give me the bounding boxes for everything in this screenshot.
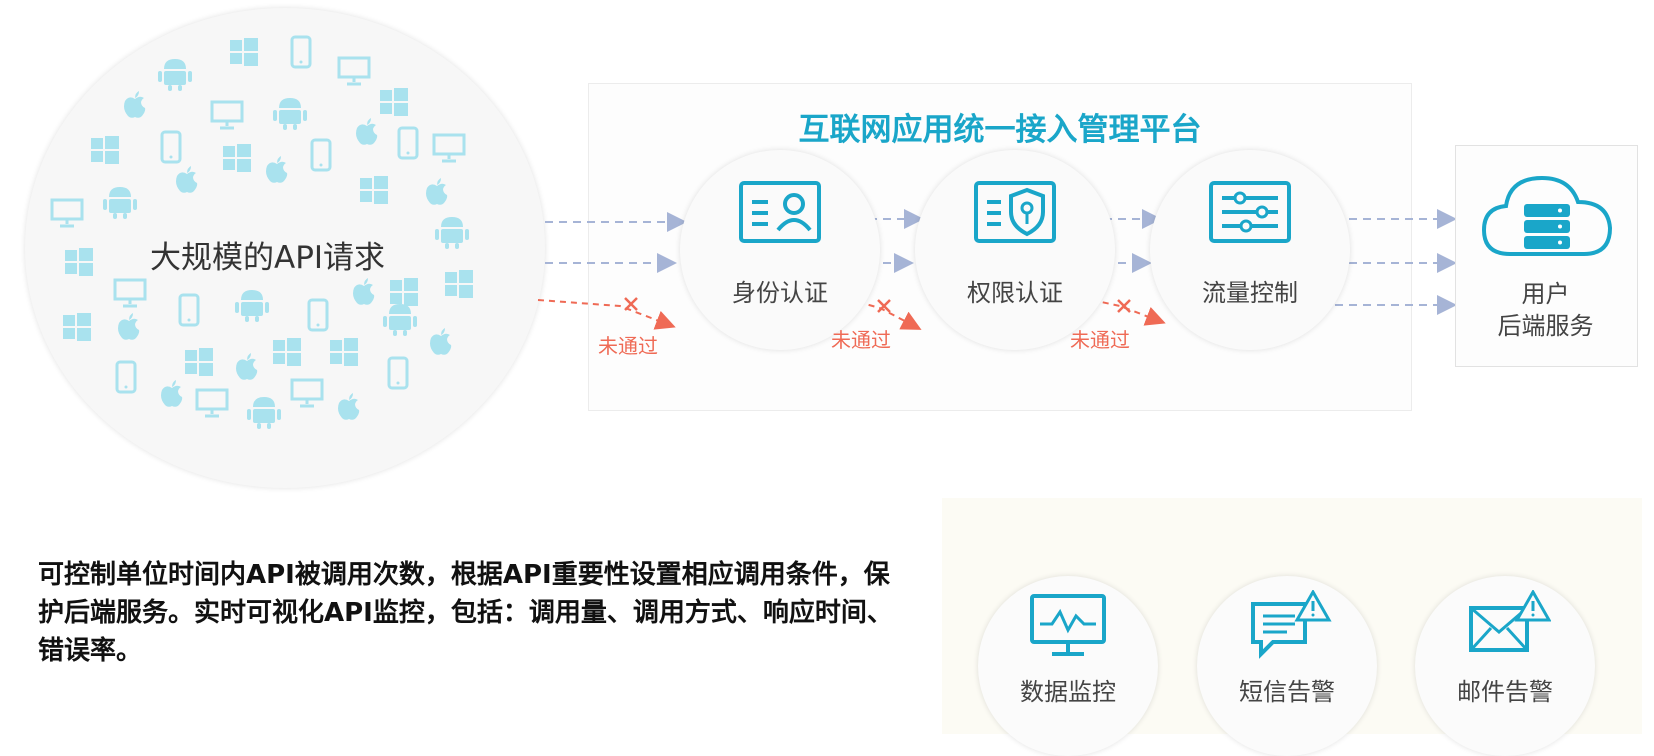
description-text: 可控制单位时间内API被调用次数，根据API重要性设置相应调用条件，保护后端服务… [38, 560, 893, 666]
cloud-server-icon [1481, 175, 1613, 256]
monitor-icon [50, 198, 84, 232]
step-label: 权限认证 [967, 279, 1063, 307]
monitor-item-sms: 短信告警 [1197, 576, 1377, 756]
backend-line1: 用户 [1521, 280, 1570, 308]
phone-icon [160, 130, 182, 168]
windows-icon [65, 248, 93, 280]
apple-icon [337, 393, 361, 425]
fail-label: 未通过 [1070, 328, 1130, 352]
apple-icon [123, 91, 147, 123]
apple-icon [235, 353, 259, 385]
phone-icon [115, 360, 137, 398]
arrow-fail [1091, 299, 1166, 326]
device-cloud [25, 8, 545, 488]
monitor-icon [113, 278, 147, 312]
monitor-icon [337, 56, 371, 90]
step-label: 流量控制 [1202, 279, 1298, 307]
windows-icon [185, 348, 213, 380]
phone-icon [310, 138, 332, 176]
windows-icon [360, 176, 388, 208]
fail-label: 未通过 [831, 328, 891, 352]
android-icon [103, 183, 137, 223]
apple-icon [265, 156, 289, 188]
monitor-icon [210, 100, 244, 134]
windows-icon [390, 278, 418, 310]
windows-icon [380, 88, 408, 120]
monitor-chart-icon [1030, 594, 1106, 656]
monitor-icon [195, 388, 229, 422]
fail-label: 未通过 [598, 334, 658, 358]
android-icon [247, 393, 281, 433]
phone-icon [290, 35, 312, 73]
windows-icon [223, 144, 251, 176]
apple-icon [117, 313, 141, 345]
apple-icon [175, 166, 199, 198]
phone-icon [387, 356, 409, 394]
monitor-icon [432, 133, 466, 167]
windows-icon [330, 338, 358, 370]
backend-line2: 后端服务 [1497, 312, 1594, 340]
monitor-item-data: 数据监控 [978, 576, 1158, 756]
cloud-title: 大规模的API请求 [150, 240, 386, 276]
android-icon [235, 286, 269, 326]
phone-icon [307, 298, 329, 336]
apple-icon [425, 178, 449, 210]
step-permission-auth: 权限认证 [915, 150, 1115, 350]
monitor-label: 数据监控 [1020, 678, 1116, 706]
id-card-icon [739, 181, 821, 243]
windows-icon [63, 313, 91, 345]
arrow-fail [857, 301, 922, 330]
windows-icon [91, 136, 119, 168]
backend-label: 用户 后端服务 [1455, 278, 1636, 342]
monitor-item-mail: 邮件告警 [1415, 576, 1595, 756]
step-label: 身份认证 [732, 279, 828, 307]
monitor-label: 邮件告警 [1457, 678, 1553, 706]
android-icon [435, 213, 469, 253]
platform-title: 互联网应用统一接入管理平台 [798, 112, 1202, 148]
apple-icon [355, 118, 379, 150]
mail-alert-icon [1469, 590, 1551, 652]
windows-icon [445, 270, 473, 302]
step-identity-auth: 身份认证 [680, 150, 880, 350]
step-traffic-control: 流量控制 [1150, 150, 1350, 350]
apple-icon [429, 328, 453, 360]
flow-arrows [537, 209, 1457, 330]
phone-icon [397, 126, 419, 164]
android-icon [273, 94, 307, 134]
apple-icon [160, 380, 184, 412]
arrow-fail [537, 299, 676, 330]
android-icon [158, 55, 192, 95]
backend-box [1455, 145, 1638, 367]
windows-icon [273, 338, 301, 370]
android-icon [383, 300, 417, 340]
monitor-label: 短信告警 [1239, 678, 1335, 706]
phone-icon [178, 293, 200, 331]
windows-icon [230, 38, 258, 70]
shield-key-icon [974, 181, 1056, 243]
sms-alert-icon [1251, 590, 1332, 659]
apple-icon [352, 278, 376, 310]
monitor-icon [290, 378, 324, 412]
sliders-icon [1209, 181, 1291, 243]
